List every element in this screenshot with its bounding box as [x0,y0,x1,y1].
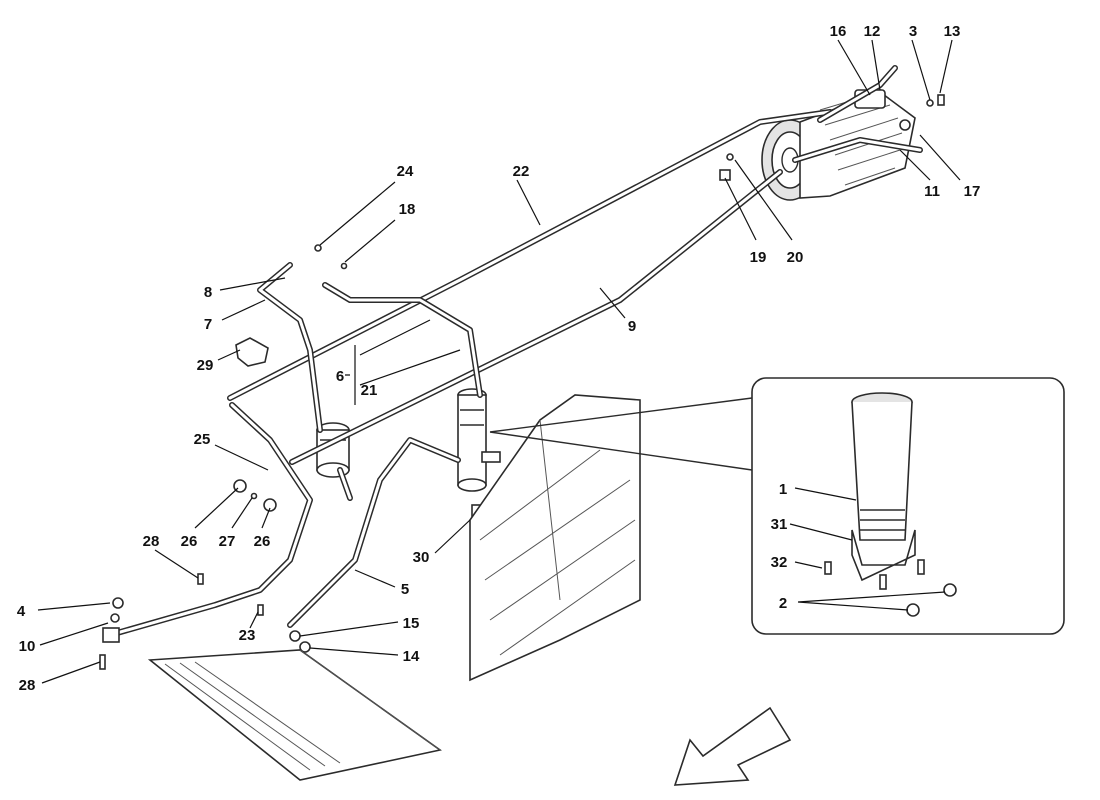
callout-30: 30 [413,549,430,566]
callout-31: 31 [771,516,788,533]
callout-27: 27 [219,533,236,550]
callout-18: 18 [399,201,416,218]
callout-23: 23 [239,627,256,644]
callout-19: 19 [750,249,767,266]
callout-3: 3 [909,23,917,40]
callout-2: 2 [779,595,787,612]
body-structure [469,394,641,682]
callout-5: 5 [401,581,409,598]
callout-28-lower: 28 [19,677,36,694]
callout-29: 29 [197,357,214,374]
callout-13: 13 [944,23,961,40]
inset-detail [489,377,1065,635]
callout-8: 8 [204,284,212,301]
leader-lines [37,39,961,684]
callout-24: 24 [397,163,414,180]
callout-21: 21 [361,382,378,399]
callout-14: 14 [403,648,420,665]
receiver-drier [457,388,501,492]
condenser [147,649,442,781]
callout-26-left: 26 [181,533,198,550]
pipework [107,65,923,638]
callout-7: 7 [204,316,212,333]
callout-17: 17 [964,183,981,200]
callout-20: 20 [787,249,804,266]
callout-25: 25 [194,431,211,448]
callout-9: 9 [628,318,636,335]
callout-10: 10 [19,638,36,655]
callout-26-right: 26 [254,533,271,550]
callout-4: 4 [17,603,26,620]
callout-15: 15 [403,615,420,632]
callout-1: 1 [779,481,787,498]
callout-12: 12 [864,23,881,40]
callout-22: 22 [513,163,530,180]
callout-28-upper: 28 [143,533,160,550]
callout-6: 6 [336,368,344,385]
callout-16: 16 [830,23,847,40]
callout-11: 11 [924,183,940,200]
callout-labels: 16 12 3 13 24 22 18 11 17 19 20 8 9 7 6 … [17,23,981,694]
direction-arrow [673,706,792,786]
callout-32: 32 [771,554,788,571]
